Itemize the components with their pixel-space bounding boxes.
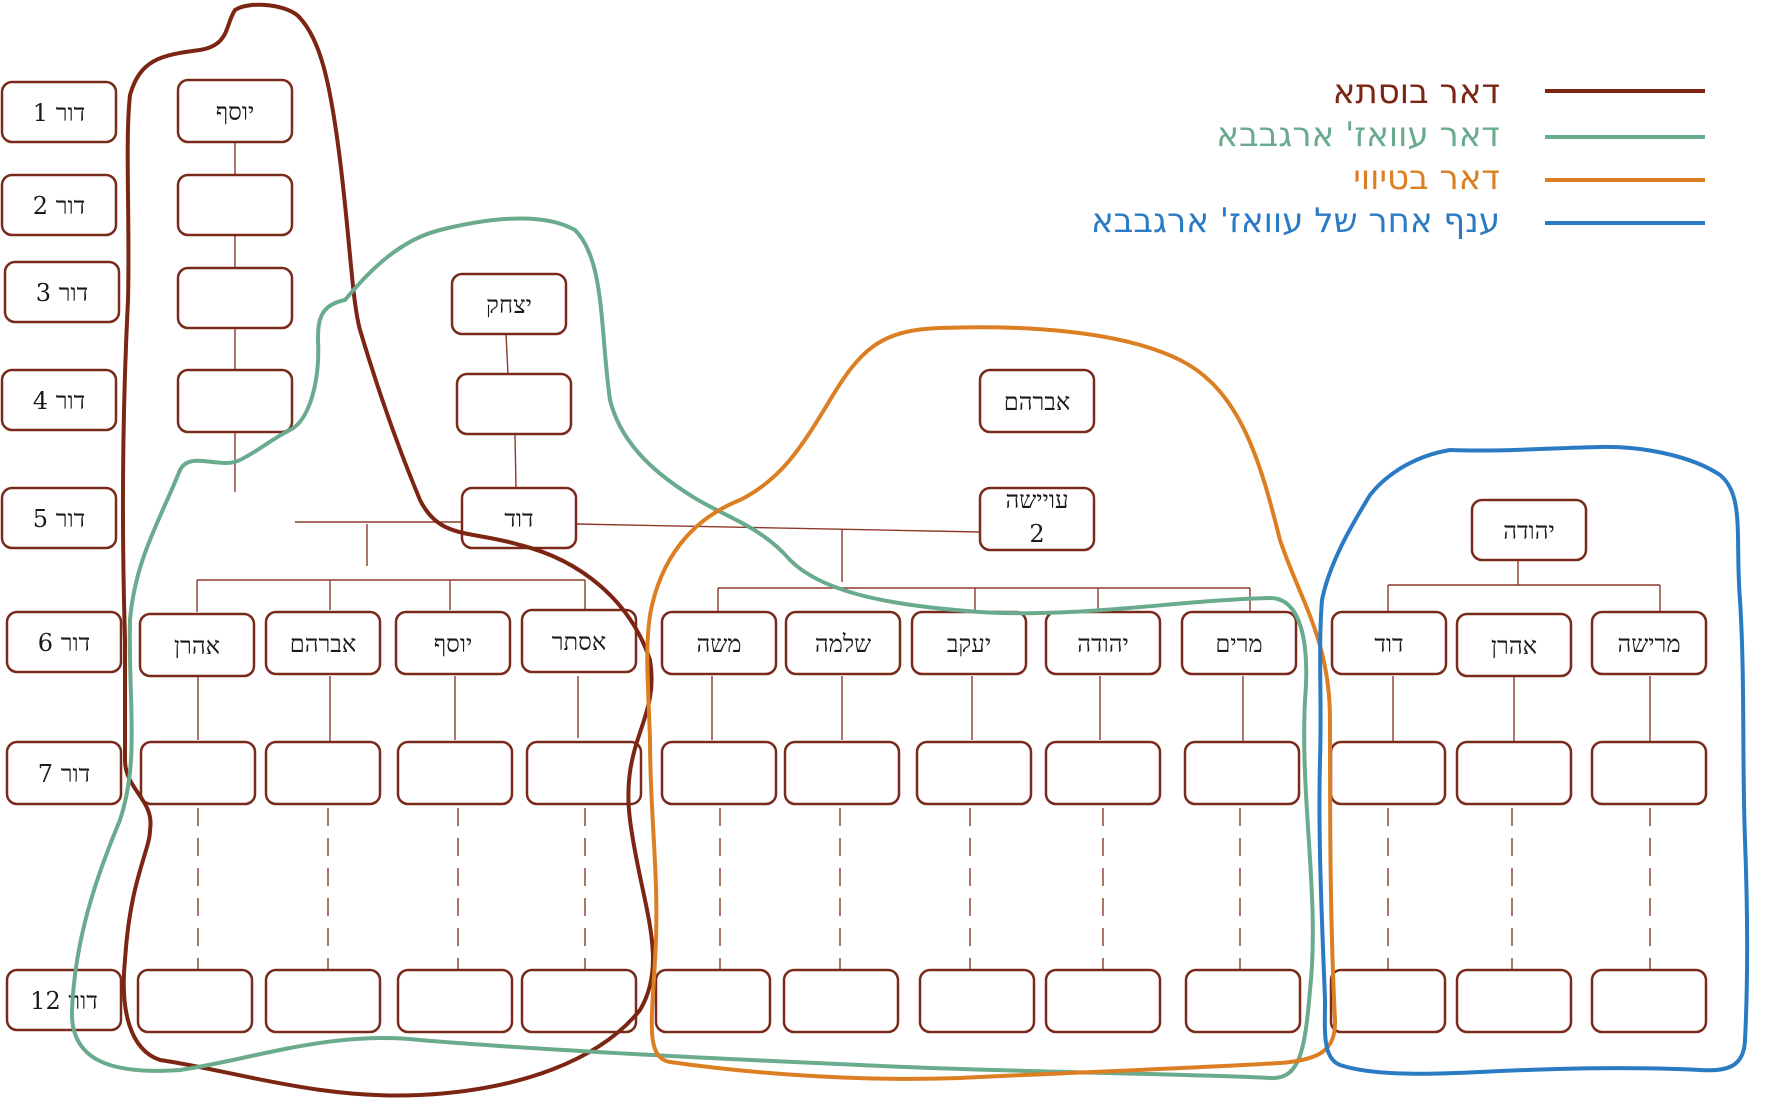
empty-box xyxy=(176,266,294,330)
gen-6-box xyxy=(5,610,123,674)
empty-box xyxy=(1590,968,1708,1034)
person-name-david-b: דוד xyxy=(1374,630,1403,658)
person-box-ouisha xyxy=(978,486,1096,552)
empty-box xyxy=(1455,740,1573,806)
gen-6-label: דור 6 xyxy=(38,629,90,657)
gen-7-label: דור 7 xyxy=(38,760,90,788)
gen-4-box xyxy=(0,368,118,432)
tree-connectors xyxy=(196,142,1661,745)
empty-box xyxy=(396,740,514,806)
person-name-yaakov: יעקב xyxy=(947,630,991,658)
empty-box xyxy=(1044,740,1162,806)
empty-box xyxy=(915,740,1033,806)
empty-box xyxy=(264,968,382,1034)
outline-btiwi xyxy=(645,325,1338,1081)
gen-4-label: דור 4 xyxy=(33,387,85,415)
person-box-shlomo xyxy=(784,610,902,676)
empty-box xyxy=(176,368,294,434)
empty-box xyxy=(783,740,901,806)
legend-label-argaba: דאר עוואז' ארגבבא xyxy=(1216,115,1500,155)
person-box-avraham-root xyxy=(978,368,1096,434)
gen-12-label: דור 12 xyxy=(30,987,98,1015)
gen-5-label: דור 5 xyxy=(33,505,85,533)
gen-7-box xyxy=(5,740,123,806)
empty-box xyxy=(1184,968,1302,1034)
person-box-yosef-root xyxy=(176,78,294,144)
empty-box xyxy=(918,968,1036,1034)
empty-box xyxy=(520,968,638,1034)
gen-1-box xyxy=(0,80,118,144)
person-name-aharon-a: אהרן xyxy=(174,632,220,660)
empty-box xyxy=(1455,968,1573,1034)
person-boxes: יוסף יצחק דוד אברהם עויישה 2 יהודה אהרן … xyxy=(136,78,1708,1034)
person-name-aharon-b: אהרן xyxy=(1491,632,1537,660)
empty-box xyxy=(660,740,778,806)
person-box-david-b xyxy=(1330,610,1448,676)
outline-other xyxy=(1317,444,1750,1076)
legend-item-bosta: דאר בוסתא xyxy=(1333,72,1705,112)
legend-label-bosta: דאר בוסתא xyxy=(1333,72,1500,112)
person-name-david-gen5: דוד xyxy=(504,505,533,533)
empty-box xyxy=(1329,740,1447,806)
branch-outlines xyxy=(69,2,1750,1098)
empty-box xyxy=(176,173,294,237)
empty-box xyxy=(264,740,382,806)
empty-box xyxy=(525,740,643,806)
person-name-yosef-c: יוסף xyxy=(434,630,473,658)
empty-box xyxy=(396,968,514,1034)
person-box-miriam xyxy=(1180,610,1298,676)
legend-label-other: ענף אחר של עוואז' ארגבבא xyxy=(1091,201,1500,241)
outline-bosta xyxy=(121,2,655,1098)
legend-item-other: ענף אחר של עוואז' ארגבבא xyxy=(1091,201,1705,241)
person-name-ouisha: עויישה xyxy=(1005,486,1068,514)
generation-labels: דור 1 דור 2 דור 3 דור 4 דור 5 דור 6 דור … xyxy=(0,80,123,1032)
person-box-ester xyxy=(520,608,638,674)
empty-box xyxy=(782,968,900,1034)
empty-box xyxy=(139,740,257,806)
dashed-connectors xyxy=(197,808,1651,970)
legend-item-argaba: דאר עוואז' ארגבבא xyxy=(1216,115,1705,155)
person-box-aharon-b xyxy=(1455,612,1573,678)
person-name-yitzhak: יצחק xyxy=(486,291,532,319)
person-box-yosef-c xyxy=(394,610,512,676)
gen-2-box xyxy=(0,173,118,237)
person-name-avraham-root: אברהם xyxy=(1004,388,1071,416)
person-name-avraham-b: אברהם xyxy=(290,630,357,658)
gen-3-box xyxy=(3,260,121,324)
person-name-miriam: מרים xyxy=(1215,630,1262,658)
person-name-yosef-root: יוסף xyxy=(216,98,255,126)
person-number-ouisha: 2 xyxy=(1029,520,1044,548)
person-name-moshe: משה xyxy=(696,630,741,658)
person-name-shlomo: שלמה xyxy=(815,630,871,658)
person-box-marisha xyxy=(1590,610,1708,676)
person-box-avraham-b xyxy=(264,610,382,676)
empty-box xyxy=(654,968,772,1034)
gen-3-label: דור 3 xyxy=(36,279,88,307)
gen-1-label: דור 1 xyxy=(33,99,85,127)
empty-box xyxy=(1590,740,1708,806)
gen-2-label: דור 2 xyxy=(33,192,85,220)
legend: דאר בוסתא דאר עוואז' ארגבבא דאר בטיווי ע… xyxy=(1091,72,1705,241)
legend-label-btiwi: דאר בטיווי xyxy=(1353,158,1500,198)
person-name-marisha: מרישה xyxy=(1617,630,1680,658)
person-box-aharon-a xyxy=(138,612,256,678)
person-box-david-gen5 xyxy=(460,486,578,550)
empty-box xyxy=(1183,740,1301,806)
empty-box xyxy=(1044,968,1162,1034)
person-box-yehuda-b xyxy=(1044,610,1162,676)
empty-box xyxy=(136,968,254,1034)
person-box-yehuda-root xyxy=(1470,498,1588,562)
empty-box xyxy=(455,372,573,436)
person-name-yehuda-b: יהודה xyxy=(1077,630,1129,658)
outline-argaba xyxy=(69,216,1315,1081)
gen-12-box xyxy=(5,968,123,1032)
person-box-moshe xyxy=(660,610,778,676)
gen-5-box xyxy=(0,486,118,550)
person-name-yehuda-root: יהודה xyxy=(1503,517,1555,545)
legend-item-btiwi: דאר בטיווי xyxy=(1353,158,1705,198)
person-box-yitzhak xyxy=(450,272,568,336)
empty-box xyxy=(1329,968,1447,1034)
person-name-ester: אסתר xyxy=(552,628,606,656)
